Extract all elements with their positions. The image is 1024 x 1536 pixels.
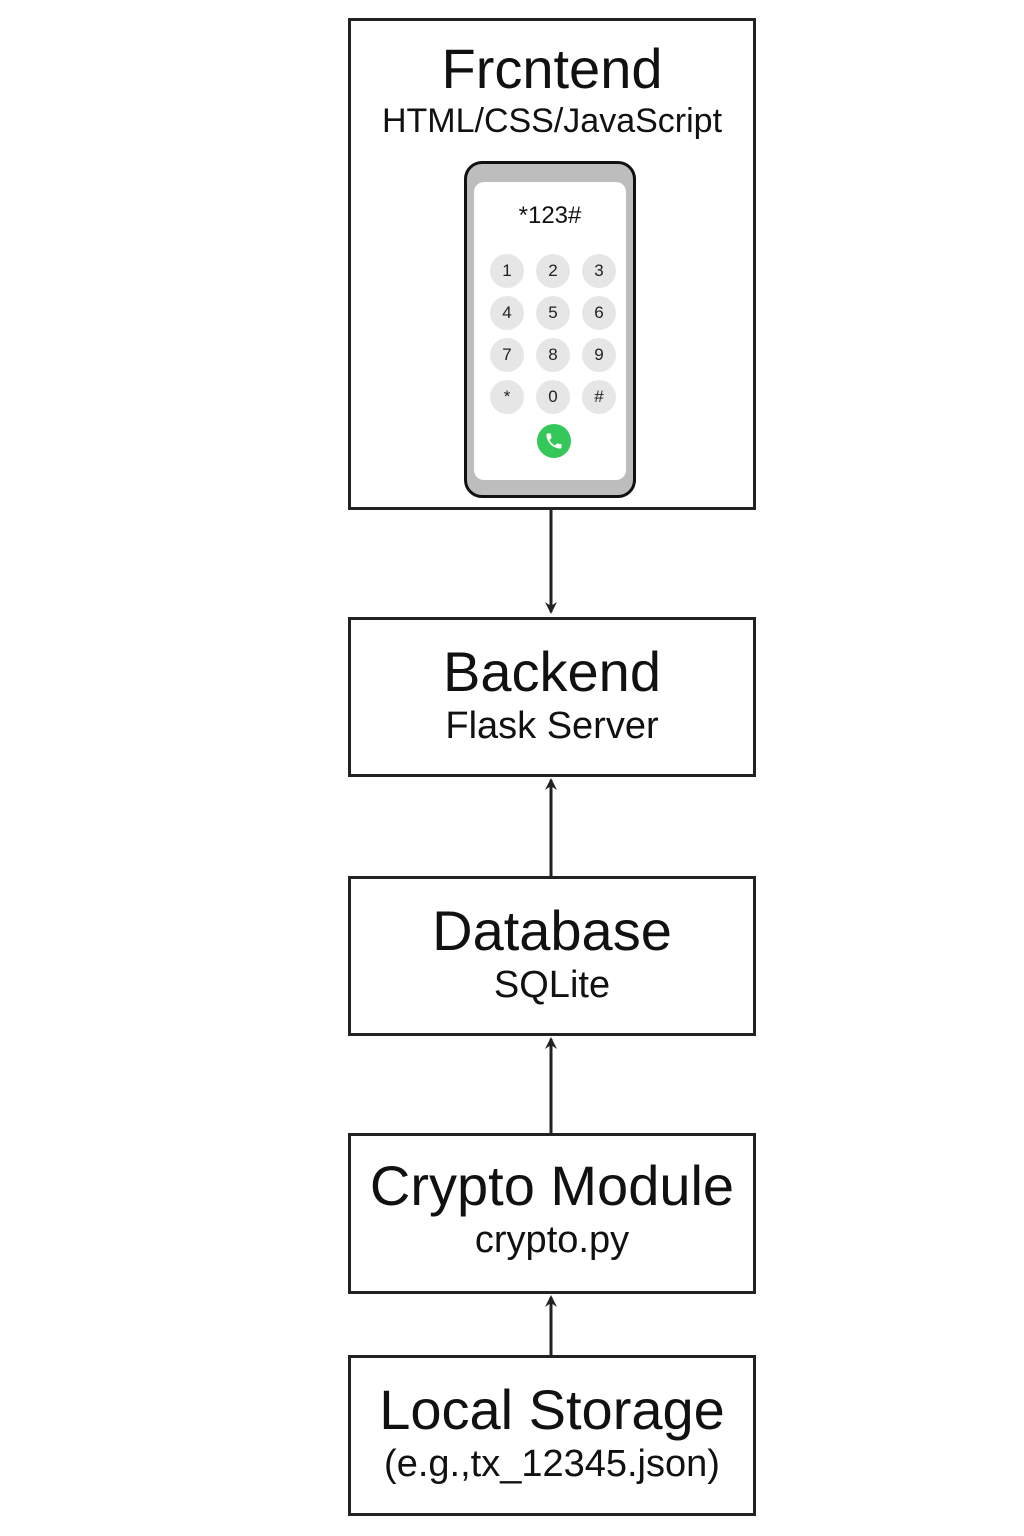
dial-keypad: 1 2 3 4 5 6 7 8 9 * 0 # bbox=[490, 254, 618, 414]
crypto-node: Crypto Module crypto.py bbox=[348, 1133, 756, 1294]
frontend-subtitle: HTML/CSS/JavaScript bbox=[381, 102, 723, 140]
storage-title: Local Storage bbox=[379, 1378, 725, 1441]
call-button[interactable] bbox=[537, 424, 571, 458]
database-node: Database SQLite bbox=[348, 876, 756, 1036]
key-2[interactable]: 2 bbox=[536, 254, 570, 288]
frontend-node: Frcntend HTML/CSS/JavaScript *123# 1 2 3… bbox=[348, 18, 756, 510]
database-subtitle: SQLite bbox=[493, 964, 611, 1006]
backend-subtitle: Flask Server bbox=[445, 705, 659, 747]
database-title: Database bbox=[432, 899, 672, 962]
key-9[interactable]: 9 bbox=[582, 338, 616, 372]
key-star[interactable]: * bbox=[490, 380, 524, 414]
frontend-title: Frcntend bbox=[441, 37, 663, 100]
phone-call-icon bbox=[546, 433, 562, 449]
key-hash[interactable]: # bbox=[582, 380, 616, 414]
backend-node: Backend Flask Server bbox=[348, 617, 756, 777]
key-1[interactable]: 1 bbox=[490, 254, 524, 288]
dial-display: *123# bbox=[518, 202, 582, 229]
phone-screen: *123# 1 2 3 4 5 6 7 8 9 * 0 # bbox=[474, 182, 626, 480]
key-4[interactable]: 4 bbox=[490, 296, 524, 330]
storage-subtitle: (e.g.,tx_12345.json) bbox=[384, 1443, 720, 1485]
backend-title: Backend bbox=[443, 640, 661, 703]
key-8[interactable]: 8 bbox=[536, 338, 570, 372]
phone-mockup: *123# 1 2 3 4 5 6 7 8 9 * 0 # bbox=[464, 161, 636, 498]
key-5[interactable]: 5 bbox=[536, 296, 570, 330]
storage-node: Local Storage (e.g.,tx_12345.json) bbox=[348, 1355, 756, 1516]
crypto-subtitle: crypto.py bbox=[474, 1219, 630, 1261]
key-3[interactable]: 3 bbox=[582, 254, 616, 288]
key-6[interactable]: 6 bbox=[582, 296, 616, 330]
key-7[interactable]: 7 bbox=[490, 338, 524, 372]
crypto-title: Crypto Module bbox=[369, 1154, 735, 1217]
key-0[interactable]: 0 bbox=[536, 380, 570, 414]
